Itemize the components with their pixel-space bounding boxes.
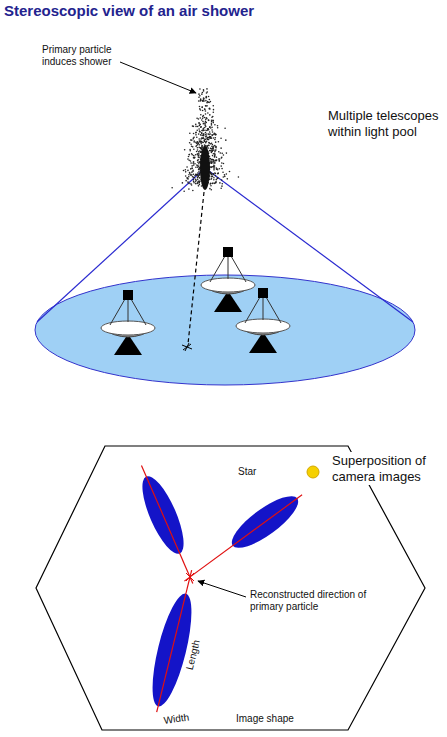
annotation: Star xyxy=(238,466,256,478)
telescope xyxy=(201,247,255,312)
reconstructed-point xyxy=(186,573,194,581)
pointer-arrow xyxy=(120,62,196,93)
title: Stereoscopic view of an air shower xyxy=(4,2,254,20)
cone-line xyxy=(205,168,413,322)
annotation: Reconstructed direction of primary parti… xyxy=(250,589,375,613)
hexagon-outline xyxy=(36,446,425,730)
image-axis xyxy=(141,465,192,583)
image-axis xyxy=(157,570,192,712)
image-axis xyxy=(184,495,302,581)
shower-axis xyxy=(188,192,204,344)
light-pool xyxy=(35,275,415,385)
annotation: Superposition of camera images xyxy=(330,452,446,485)
pointer-arrow xyxy=(198,581,246,597)
star-symbol xyxy=(307,466,319,478)
telescope xyxy=(101,290,155,355)
annotation: Primary particle induces shower xyxy=(42,44,122,68)
shower-core xyxy=(200,146,210,190)
telescope xyxy=(236,288,290,353)
annotation: Multiple telescopes within light pool xyxy=(328,108,446,139)
cone-line xyxy=(37,168,205,322)
impact-point xyxy=(182,343,192,351)
air-shower xyxy=(171,88,239,192)
annotation: Image shape xyxy=(236,713,294,725)
